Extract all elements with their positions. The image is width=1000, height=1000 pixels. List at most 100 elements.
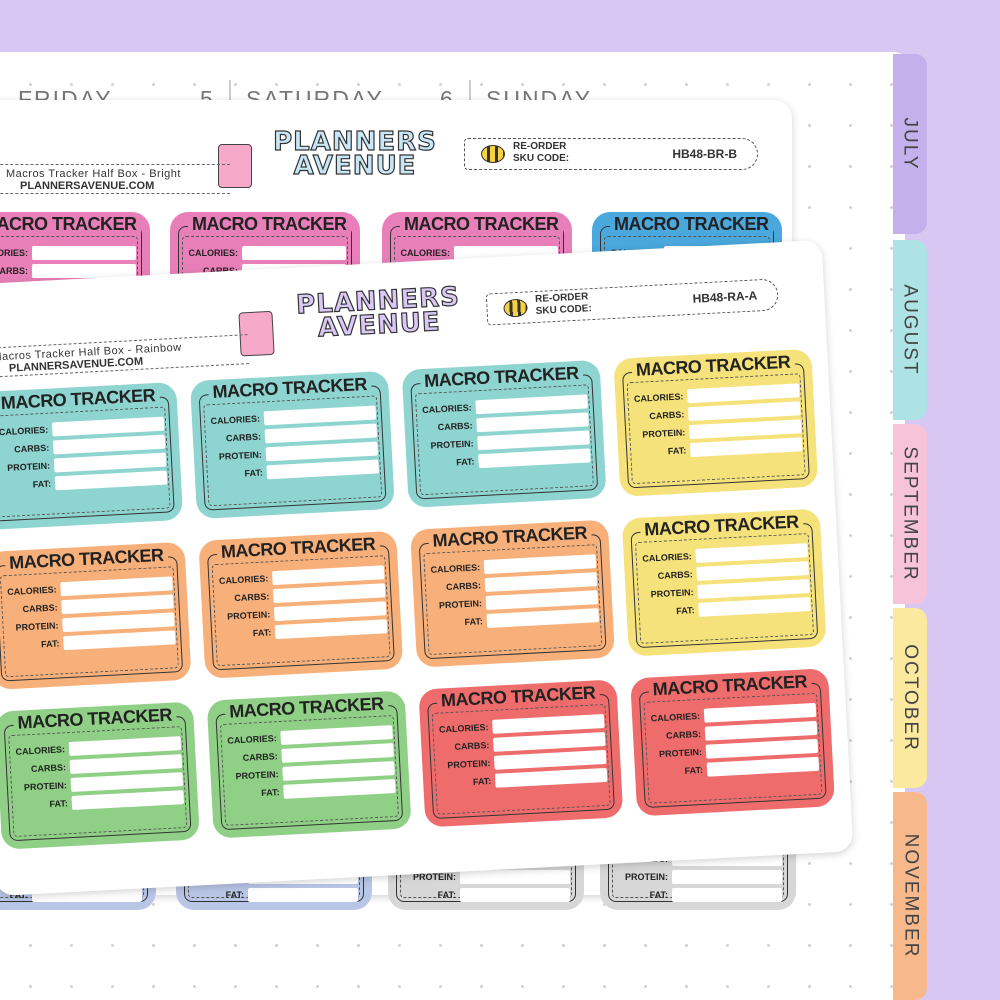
- day-divider: [469, 80, 471, 116]
- month-tab-label: SEPTEMBER: [900, 446, 922, 582]
- month-tab-label: AUGUST: [900, 284, 921, 376]
- sticker-field-label: FAT:: [260, 787, 280, 799]
- sticker-field-box: [672, 870, 782, 884]
- sticker-field-label: FAT:: [455, 456, 475, 468]
- sticker-field-row: FAT:: [402, 888, 570, 903]
- month-tab-label: OCTOBER: [900, 644, 922, 752]
- sticker-field-label: FAT:: [49, 798, 69, 810]
- sticker-field-label: PROTEIN:: [6, 460, 51, 473]
- sticker-field-row: CALORIES:: [0, 246, 136, 261]
- sticker-field-label: PROTEIN:: [438, 598, 483, 611]
- sticker-field-label: FAT:: [684, 764, 704, 776]
- sticker-field-box: [460, 870, 570, 884]
- sticker-field-row: CARBS:: [0, 264, 136, 279]
- sticker-field-label: FAT:: [676, 605, 695, 617]
- sticker-field-box: [672, 888, 782, 902]
- sticker-field-label: CALORIES:: [430, 562, 481, 575]
- sticker-field-box: [32, 264, 136, 278]
- website-url: PLANNERSAVENUE.COM: [20, 180, 155, 192]
- sticker-field-box: [32, 246, 136, 260]
- sticker-field-label: FAT:: [225, 890, 244, 900]
- sticker-field-label: FAT:: [472, 775, 492, 787]
- sticker-field-label: CARBS:: [30, 762, 67, 775]
- sticker-field-label: FAT:: [252, 627, 272, 639]
- sticker-field-label: PROTEIN:: [15, 620, 59, 633]
- sku-label: SKU CODE:: [513, 153, 570, 164]
- sticker-field-row: FAT:: [190, 888, 358, 903]
- bee-icon: [481, 145, 505, 163]
- sticker-field-label: PROTEIN:: [650, 587, 694, 600]
- sticker-field-label: FAT:: [32, 478, 52, 490]
- day-divider: [229, 80, 231, 116]
- sticker-field-label: PROTEIN:: [658, 746, 703, 760]
- sticker-field-row: CALORIES:: [184, 246, 346, 261]
- product-name: Macros Tracker Half Box - Bright: [6, 168, 181, 180]
- sticker-field-label: PROTEIN:: [218, 449, 263, 462]
- month-tab-september[interactable]: [893, 424, 927, 604]
- sticker-field-label: CARBS:: [454, 740, 490, 752]
- sticker-field-box: [242, 246, 346, 260]
- sticker-field-label: FAT:: [437, 890, 456, 900]
- sticker-field-label: CARBS:: [649, 409, 685, 422]
- sticker-field-label: CALORIES:: [188, 248, 239, 258]
- sticker-field-label: FAT:: [40, 638, 60, 650]
- sticker-field-label: CALORIES:: [210, 413, 261, 427]
- month-tab-october[interactable]: [893, 608, 927, 788]
- sticker-title: MACRO TRACKER: [0, 214, 141, 235]
- sticker-field-label: CALORIES:: [227, 733, 277, 746]
- sticker-field-label: CARBS:: [242, 751, 278, 763]
- month-tab-november[interactable]: [893, 792, 927, 1000]
- month-tab-label: JULY: [900, 117, 921, 171]
- month-tab-july[interactable]: [893, 54, 927, 234]
- brand-logo: PLANNERS AVENUE: [273, 127, 437, 181]
- sticker-field-label: CARBS:: [657, 569, 693, 581]
- sticker-field-label: CALORIES:: [650, 710, 701, 724]
- sticker-field-row: PROTEIN:: [614, 870, 782, 885]
- sticker-field-label: PROTEIN:: [235, 769, 279, 782]
- sticker-field-label: CARBS:: [13, 442, 50, 455]
- sticker-field-label: PROTEIN:: [23, 780, 68, 793]
- sticker-field-label: CALORIES:: [642, 551, 693, 564]
- reorder-label: RE-ORDER: [513, 141, 567, 152]
- sticker-field-label: CARBS:: [445, 580, 482, 593]
- product-label-strip: [0, 164, 230, 194]
- sticker-field-label: CALORIES:: [0, 424, 49, 438]
- sticker-field-label: CARBS:: [225, 431, 262, 444]
- sticker-field-label: CARBS:: [665, 728, 702, 741]
- sticker-field-label: FAT:: [9, 890, 28, 900]
- sticker-field-label: FAT:: [464, 616, 484, 628]
- sku-code: HB48-RA-A: [692, 288, 758, 306]
- sticker-field-label: CALORIES:: [218, 573, 269, 586]
- sticker-field-label: CALORIES:: [633, 391, 684, 404]
- sticker-field-label: FAT:: [667, 445, 687, 457]
- sticker-field-label: PROTEIN:: [227, 609, 271, 622]
- sticker-field-label: CARBS:: [234, 591, 270, 604]
- sticker-field-label: PROTEIN:: [447, 758, 491, 771]
- sticker-field-label: CARBS:: [437, 420, 473, 433]
- month-tab-august[interactable]: [893, 240, 927, 420]
- sticker-field-label: FAT:: [649, 890, 668, 900]
- sticker-field-row: PROTEIN:: [402, 870, 570, 885]
- sticker-field-row: FAT:: [614, 888, 782, 903]
- sticker-title: MACRO TRACKER: [188, 214, 351, 235]
- sticker-title: MACRO TRACKER: [400, 214, 563, 235]
- sticker-field-label: CALORIES:: [438, 722, 489, 735]
- sticker-field-box: [248, 888, 358, 902]
- sticker-field-label: CALORIES:: [15, 744, 66, 757]
- sticker-field-label: CALORIES:: [6, 584, 57, 598]
- bee-icon: [503, 298, 528, 318]
- sticker-field-label: CALORIES:: [400, 248, 451, 258]
- sticker-field-label: CARBS:: [22, 602, 58, 615]
